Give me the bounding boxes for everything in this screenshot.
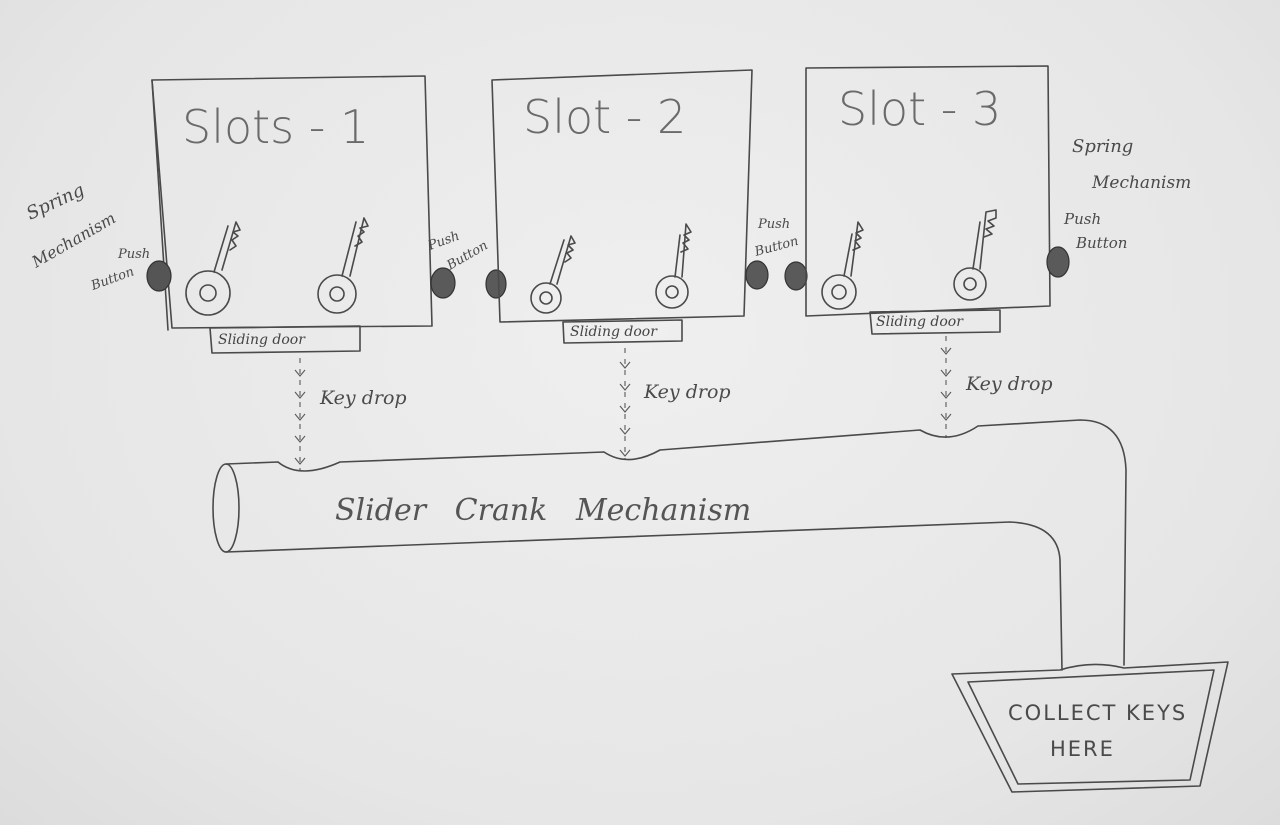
collect-keys-label: COLLECT KEYS [1008,701,1187,725]
push-button-4 [1046,246,1070,278]
push-label: Push [1063,210,1101,228]
slot-3-title: Slot - 3 [838,82,1001,136]
key-icon [821,221,864,310]
slot-2-box [491,69,753,323]
key-icon [953,209,997,301]
slot-3-box [805,65,1051,317]
key-icon [655,223,692,309]
key-icon [530,235,576,314]
spring-label: Spring [1072,136,1133,157]
push-label: Push [425,229,461,254]
sliding-door-2: Sliding door [562,319,683,344]
button-label: Button [1075,234,1127,252]
slider-crank-label: Slider Crank Mechanism [335,493,751,528]
push-button-3 [745,260,808,291]
key-drop-label: Key drop [965,373,1053,395]
key-icon [317,217,369,314]
collect-tray [951,661,1229,793]
sliding-door-1: Sliding door [209,325,361,354]
collect-here-label: HERE [1050,737,1115,761]
push-button-1 [146,260,172,292]
spring-label: Spring [23,180,87,225]
slot-2-title: Slot - 2 [523,90,686,144]
key-icon [185,221,241,316]
button-label: Button [88,264,136,294]
key-drop-arrow-1 [294,358,306,470]
sliding-door-3-label: Sliding door [876,314,964,330]
key-drop-arrow-2 [619,348,631,460]
push-label: Push [757,217,790,232]
slot-1-title: Slots - 1 [182,100,369,154]
push-button-2 [430,267,507,299]
key-drop-label: Key drop [319,387,407,409]
sliding-door-2-label: Sliding door [570,324,658,340]
sliding-door-1-label: Sliding door [218,332,306,348]
sliding-door-3: Sliding door [869,309,1001,335]
key-drop-arrow-3 [940,336,952,438]
push-label: Push [117,247,150,262]
button-label: Button [752,234,800,260]
mechanism-label: Mechanism [1091,173,1191,193]
key-drop-label: Key drop [643,381,731,403]
slider-crank-pipe [212,419,1127,671]
